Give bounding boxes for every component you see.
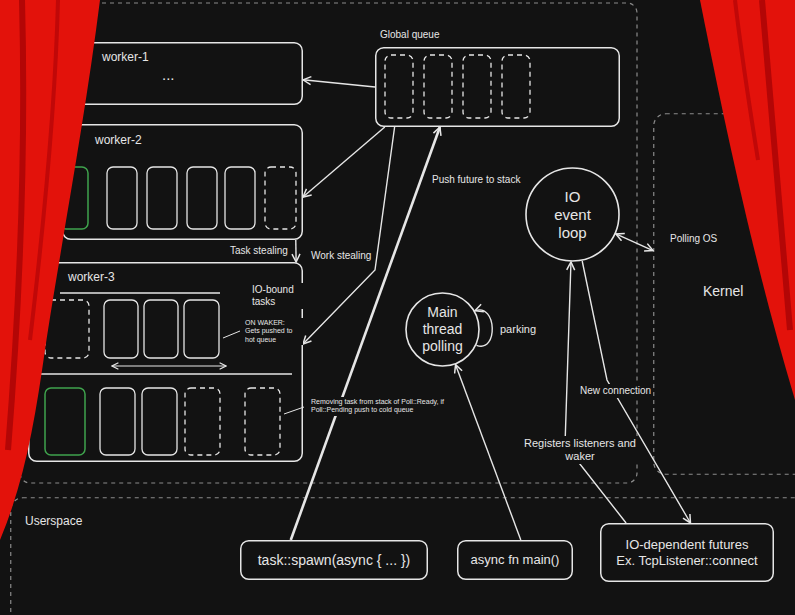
circle-outline-shape (406, 293, 479, 366)
worker-box-outline (63, 43, 303, 105)
kernel-region: Kernel (653, 113, 795, 475)
task-slot (107, 167, 137, 229)
right-curtain (700, 0, 795, 400)
event-loop-circle: IO event loop (525, 167, 620, 262)
task-slot (142, 388, 177, 455)
userspace-region: Userspacetask::spawn(async { ... }) async… (10, 497, 795, 615)
circle-outline-shape (526, 168, 619, 261)
edge-label: Work stealing (309, 249, 373, 263)
code-box: task::spawn(async { ... }) (240, 540, 428, 580)
connector-arrow (303, 127, 385, 197)
circle-label: Main thread polling (415, 304, 471, 354)
futures-label: Ex. TcpListener::connect (616, 553, 757, 569)
task-slot (184, 300, 219, 358)
empty-slot (424, 55, 452, 118)
task-slot (147, 167, 177, 229)
worker-box: worker-2 (62, 124, 303, 240)
queue-box: Global queue (375, 47, 620, 127)
empty-slot (502, 55, 530, 118)
empty-slot (45, 300, 89, 358)
region-label: Userspace (25, 514, 82, 528)
worker-label: worker-1 (102, 50, 149, 64)
cold-queue-slots (100, 388, 280, 455)
separator-line (40, 373, 292, 374)
empty-slot (185, 388, 220, 455)
connector-arrow (291, 127, 440, 540)
code-label: task::spawn(async { ... }) (258, 552, 411, 569)
connector-arrow (303, 127, 395, 344)
task-slot (225, 167, 255, 229)
annotation-note: Removing task from stack of Poll::Ready,… (309, 397, 455, 416)
curtain-fold (8, 0, 23, 450)
code-label: async fn main() (471, 552, 560, 568)
futures-box-outline (601, 524, 774, 582)
connector-arrow (295, 240, 297, 262)
queue-heading: Global queue (380, 29, 440, 41)
edge-label: Registers listeners and waker (522, 436, 638, 464)
edge-label: New connection (578, 384, 653, 398)
curtains (0, 0, 795, 540)
active-task-slot (45, 388, 85, 455)
code-box: async fn main() (457, 540, 573, 580)
task-slot (104, 300, 138, 358)
circle-label: IO event loop (548, 188, 598, 242)
futures-label: IO-dependent futures (626, 537, 749, 553)
worker-box: worker-1... (62, 42, 303, 105)
futures-box: IO-dependent futuresEx. TcpListener::con… (600, 523, 774, 582)
code-box-outline (241, 541, 428, 580)
row-line (60, 292, 220, 293)
edge-label: Polling OS (668, 232, 719, 246)
region-label: Kernel (703, 283, 743, 300)
empty-slot (463, 55, 491, 118)
worker-box-outline (63, 125, 303, 240)
worker-label: worker-3 (68, 270, 115, 284)
hot-queue-slots (45, 300, 219, 358)
curtain-fold (30, 0, 58, 340)
annotation-note: IO-bound tasks (250, 283, 306, 309)
task-slot (144, 300, 178, 358)
worker-label: worker-2 (95, 133, 142, 147)
curtain-fold (735, 0, 758, 160)
task-slot (100, 388, 135, 455)
task-slot (187, 167, 217, 229)
runtime-region (20, 3, 637, 483)
empty-slot (385, 55, 413, 118)
edge-label: parking (498, 322, 538, 337)
queue-box-outline (376, 48, 620, 127)
leader-line (284, 407, 304, 414)
connector-arrow (303, 80, 375, 87)
annotation-note: ON WAKER: Gets pushed to hot queue (243, 318, 303, 345)
worker-label: ... (162, 66, 175, 84)
empty-slot (245, 388, 280, 455)
connector-arrow (616, 234, 653, 251)
double-arrow (112, 365, 226, 366)
edge-label: Task stealing (228, 244, 290, 258)
userspace-region-outline (11, 498, 795, 615)
task-slots (107, 167, 296, 229)
queue-slots (385, 55, 530, 118)
code-box-outline (458, 541, 573, 580)
connector-arrow (456, 365, 521, 540)
edge-label: Push future to stack (430, 173, 522, 187)
node-outlines (11, 43, 795, 615)
curtain-fold (762, 0, 790, 330)
leader-line (223, 331, 240, 338)
empty-slot (265, 167, 296, 229)
main-thread-circle: Main thread polling (405, 292, 480, 367)
